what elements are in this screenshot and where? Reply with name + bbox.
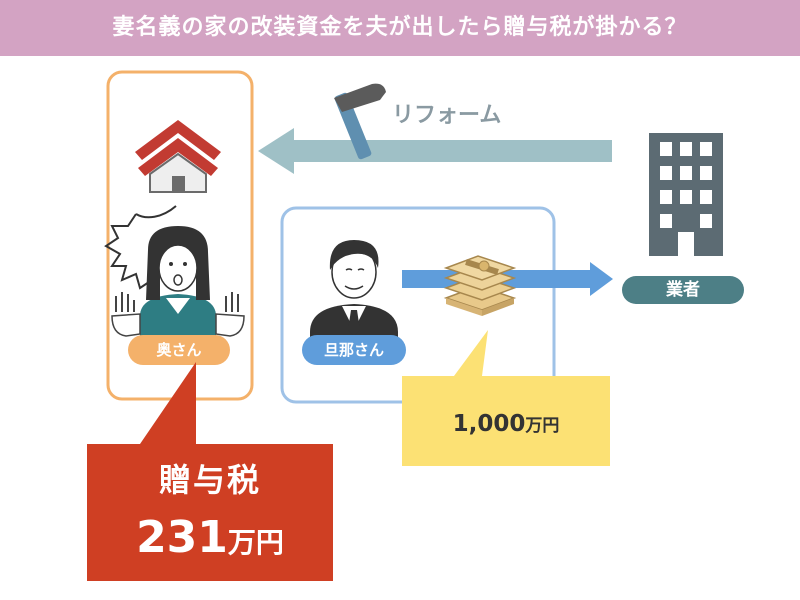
house-icon (135, 120, 221, 193)
gift-amount-number: 1,000 (452, 411, 526, 437)
husband-label-badge (302, 335, 406, 365)
gift-tax-number: 231 (136, 512, 228, 563)
reform-arrow (258, 128, 612, 174)
reform-label: リフォーム (392, 103, 502, 128)
hammer-icon (334, 83, 386, 160)
wife-icon (111, 226, 245, 337)
title-bar (0, 0, 800, 56)
surprise-burst-icon (104, 205, 177, 290)
gift-tax-unit: 万円 (227, 526, 284, 559)
page-title: 妻名義の家の改装資金を夫が出したら贈与税が掛かる？ (112, 15, 688, 40)
vendor-label: 業者 (666, 280, 700, 300)
husband-frame (280, 206, 556, 404)
vendor-badge (622, 276, 744, 304)
gift-amount: 1,000万円 (402, 402, 610, 446)
wife-label: 奥さん (156, 341, 202, 359)
husband-icon (310, 240, 398, 338)
amount-callout (402, 330, 610, 466)
gift-amount-unit: 万円 (525, 416, 560, 436)
gift-tax-amount: 231万円 (87, 512, 333, 563)
husband-label: 旦那さん (323, 341, 384, 359)
gift-tax-label: 贈与税 (158, 461, 261, 499)
building-icon (649, 133, 723, 256)
money-stack-icon (443, 255, 517, 316)
tax-callout (87, 362, 333, 581)
wife-label-badge (128, 335, 230, 365)
